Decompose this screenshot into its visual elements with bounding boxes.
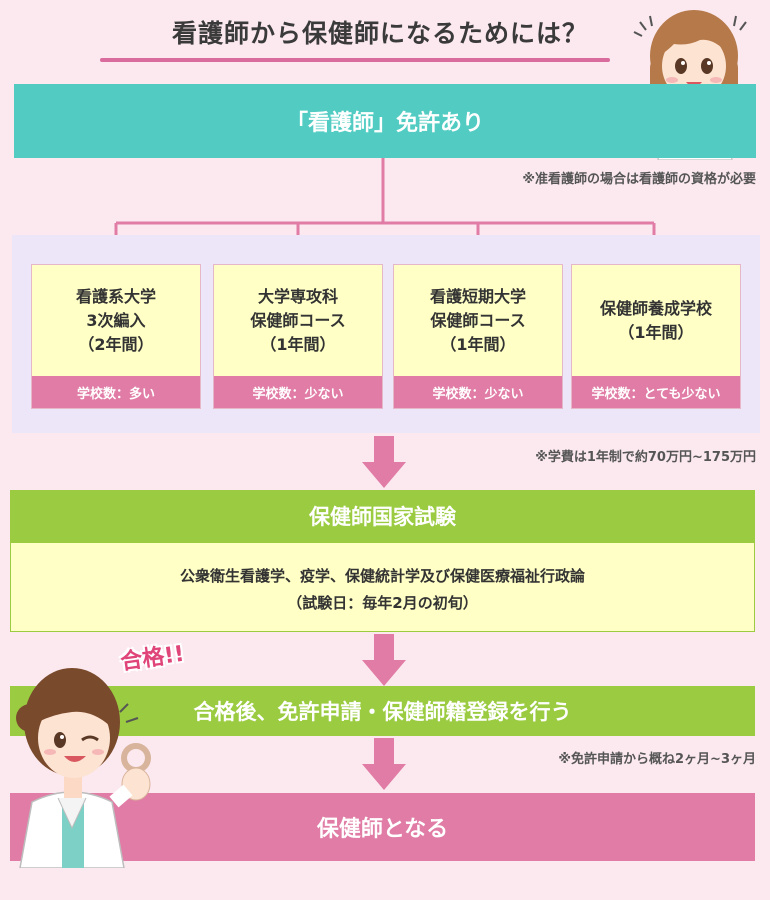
after-pass-note: ※免許申請から概ね2ヶ月~3ヶ月 (558, 752, 756, 767)
course-card: 大学専攻科 保健師コース （1年間） 学校数：少ない (213, 264, 383, 409)
exam-subjects: 公衆衛生看護学、疫学、保健統計学及び保健医療福祉行政論 (179, 567, 585, 585)
course-name: 看護短期大学 保健師コース （1年間） (429, 287, 526, 354)
after-pass-bar: 合格後、免許申請・保健師籍登録を行う (10, 686, 755, 736)
course-school-count: 学校数：とても少ない (572, 376, 740, 408)
license-bar: 「看護師」免許あり (14, 84, 756, 158)
license-note: ※准看護師の場合は看護師の資格が必要 (522, 172, 756, 187)
course-name: 大学専攻科 保健師コース （1年間） (250, 287, 346, 354)
course-school-count: 学校数：少ない (214, 376, 382, 408)
final-bar: 保健師となる (10, 793, 755, 861)
exam-title-bar: 保健師国家試験 (10, 490, 755, 542)
course-name: 看護系大学 3次編入 （2年間） (75, 287, 156, 354)
course-school-count: 学校数：少ない (394, 376, 562, 408)
course-card: 保健師養成学校 （1年間） 学校数：とても少ない (571, 264, 741, 409)
exam-details: 公衆衛生看護学、疫学、保健統計学及び保健医療福祉行政論 （試験日：毎年2月の初旬… (10, 542, 755, 632)
course-card: 看護系大学 3次編入 （2年間） 学校数：多い (31, 264, 201, 409)
course-school-count: 学校数：多い (32, 376, 200, 408)
doctor-illustration (16, 668, 151, 868)
exam-date: （試験日：毎年2月の初旬） (287, 594, 478, 612)
tuition-note: ※学費は1年制で約70万円~175万円 (535, 450, 756, 465)
course-card: 看護短期大学 保健師コース （1年間） 学校数：少ない (393, 264, 563, 409)
page-title: 看護師から保健師になるためには？ (171, 19, 588, 48)
down-arrow-icon (362, 436, 406, 488)
down-arrow-icon (362, 738, 406, 790)
course-name: 保健師養成学校 （1年間） (599, 299, 712, 342)
title-underline (100, 58, 610, 62)
down-arrow-icon (362, 634, 406, 686)
